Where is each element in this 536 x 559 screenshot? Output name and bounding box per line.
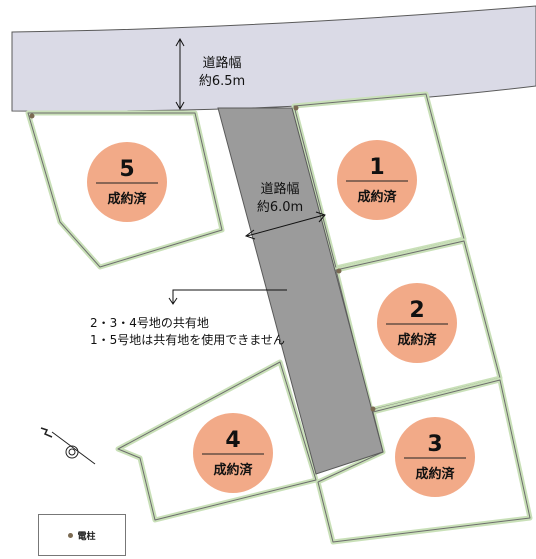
lot-2-number: 2 xyxy=(409,298,424,323)
utility-pole-icon xyxy=(336,268,342,274)
note-no-use: 1・5号地は共有地を使用できません xyxy=(90,332,285,347)
main-road xyxy=(11,5,536,112)
lot-5-number: 5 xyxy=(119,157,134,182)
shared-road-label: 道路幅 xyxy=(260,181,299,197)
lot-3-badge: 3 成約済 xyxy=(395,417,475,497)
utility-pole-icon xyxy=(68,532,74,538)
note-shared-land: 2・3・4号地の共有地 xyxy=(90,316,209,330)
north-compass-icon xyxy=(40,427,96,465)
leader-arrow-icon xyxy=(168,289,287,305)
lot-1-badge: 1 成約済 xyxy=(337,140,417,220)
lot-4-status: 成約済 xyxy=(213,462,253,478)
main-road-dimension xyxy=(175,37,185,111)
legend: 電柱 xyxy=(38,514,126,556)
lot-2-badge: 2 成約済 xyxy=(377,283,457,363)
lot-3-status: 成約済 xyxy=(415,466,455,482)
utility-pole-icon xyxy=(370,406,376,412)
main-road-label: 道路幅 xyxy=(202,55,241,71)
lot-5-badge: 5 成約済 xyxy=(87,142,167,222)
main-road-width: 約6.5m xyxy=(199,74,245,89)
utility-pole-icon xyxy=(29,113,35,119)
lot-1-status: 成約済 xyxy=(357,189,397,205)
shared-road-width: 約6.0m xyxy=(257,200,303,215)
lot-1-number: 1 xyxy=(369,155,384,180)
lot-4-badge: 4 成約済 xyxy=(193,413,273,493)
shared-road xyxy=(217,107,384,475)
lot-5-status: 成約済 xyxy=(107,191,147,207)
lot-4-number: 4 xyxy=(225,428,240,453)
utility-pole-icon xyxy=(293,105,299,111)
shared-road-dimension xyxy=(244,211,326,240)
lot-2-status: 成約済 xyxy=(397,332,437,348)
lot-3-number: 3 xyxy=(427,432,442,457)
legend-label: 電柱 xyxy=(77,531,96,542)
